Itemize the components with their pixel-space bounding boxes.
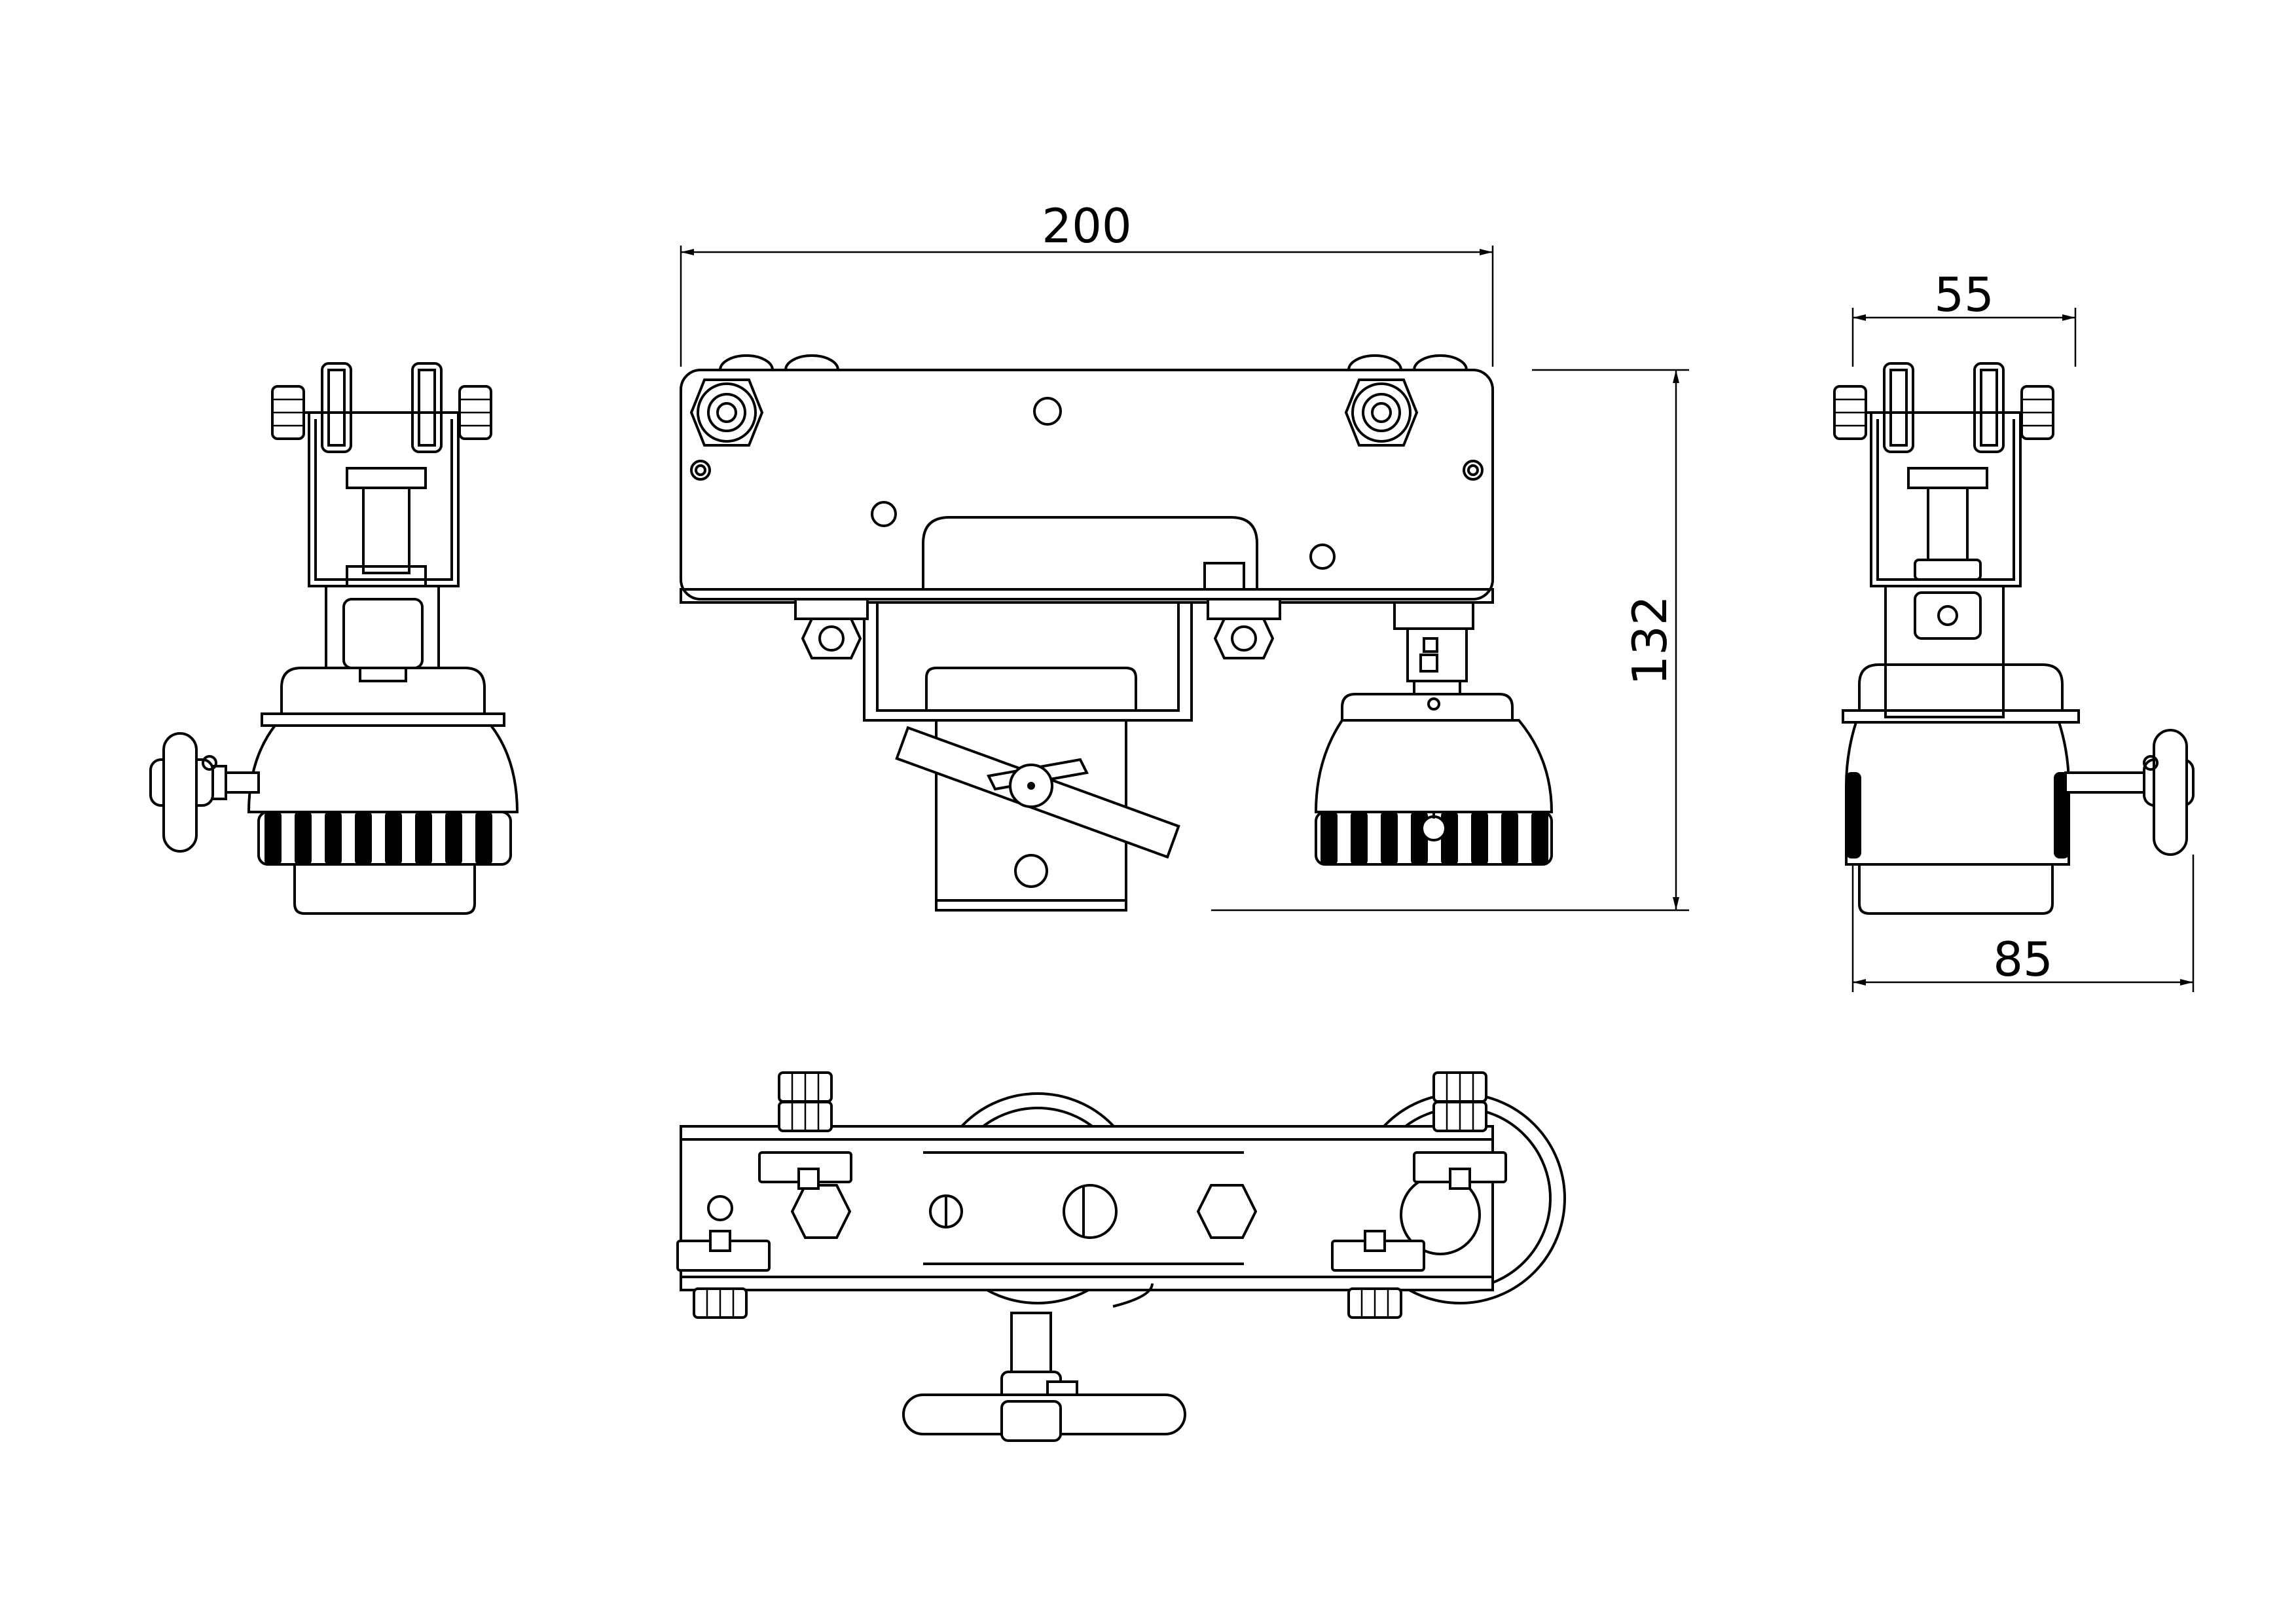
- dimension-55: 55: [1851, 267, 2077, 367]
- dimension-label-132: 132: [1622, 595, 1677, 685]
- dimension-200: 200: [680, 198, 1494, 367]
- left-side-view: [149, 362, 519, 915]
- dimension-132: 132: [1211, 369, 1689, 912]
- top-view: [676, 1071, 1566, 1442]
- dimension-label-200: 200: [1042, 198, 1131, 253]
- right-side-view: [1833, 362, 2195, 915]
- front-view: [680, 354, 1554, 912]
- dimension-label-85: 85: [1993, 932, 2053, 987]
- dimension-85: 85: [1851, 855, 2195, 992]
- dimension-label-55: 55: [1934, 267, 1994, 322]
